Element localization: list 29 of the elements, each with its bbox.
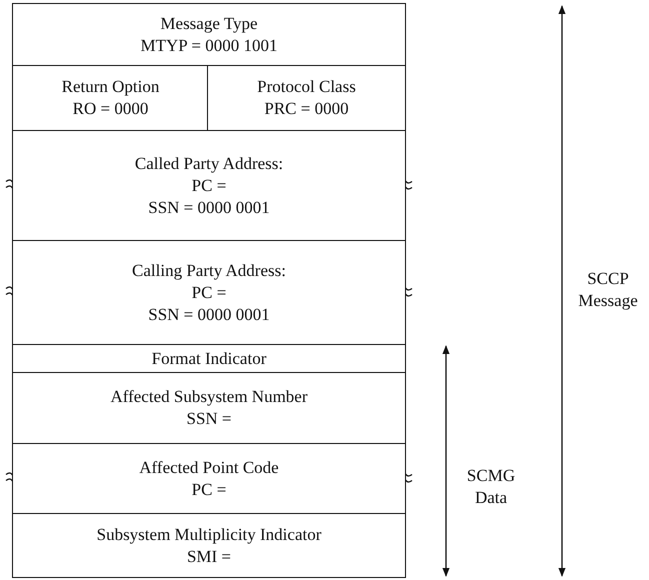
field-name: Format Indicator [152,348,266,370]
field-value: SSN = [186,408,232,430]
field-box [12,513,406,578]
field-value: PRC = 0000 [264,98,349,120]
field-name: Subsystem Multiplicity Indicator [96,524,322,546]
field-value: RO = 0000 [72,98,148,120]
field-name: Affected Subsystem Number [110,386,308,408]
field-name: Protocol Class [257,76,356,98]
field-value: MTYP = 0000 1001 [140,34,278,56]
extent-label: SCMG Data [466,465,516,509]
field-box [12,130,406,241]
field-box [12,3,406,66]
field-box [12,443,406,514]
field-name: Return Option [62,76,160,98]
field-name: Called Party Address: [134,152,284,174]
field-name: Calling Party Address: [132,260,286,282]
field-box [12,372,406,444]
field-name: Message Type [160,12,258,34]
field-box [12,240,406,345]
extent-label: SCCP Message [577,268,639,312]
field-box [12,344,406,373]
field-value: SSN = 0000 0001 [148,304,270,326]
field-value: PC = [192,282,226,304]
field-value: SSN = 0000 0001 [148,196,270,218]
field-value: PC = [192,174,226,196]
field-value: SMI = [186,546,232,568]
field-value: PC = [192,478,226,500]
field-box [207,65,406,131]
field-name: Affected Point Code [139,456,279,478]
